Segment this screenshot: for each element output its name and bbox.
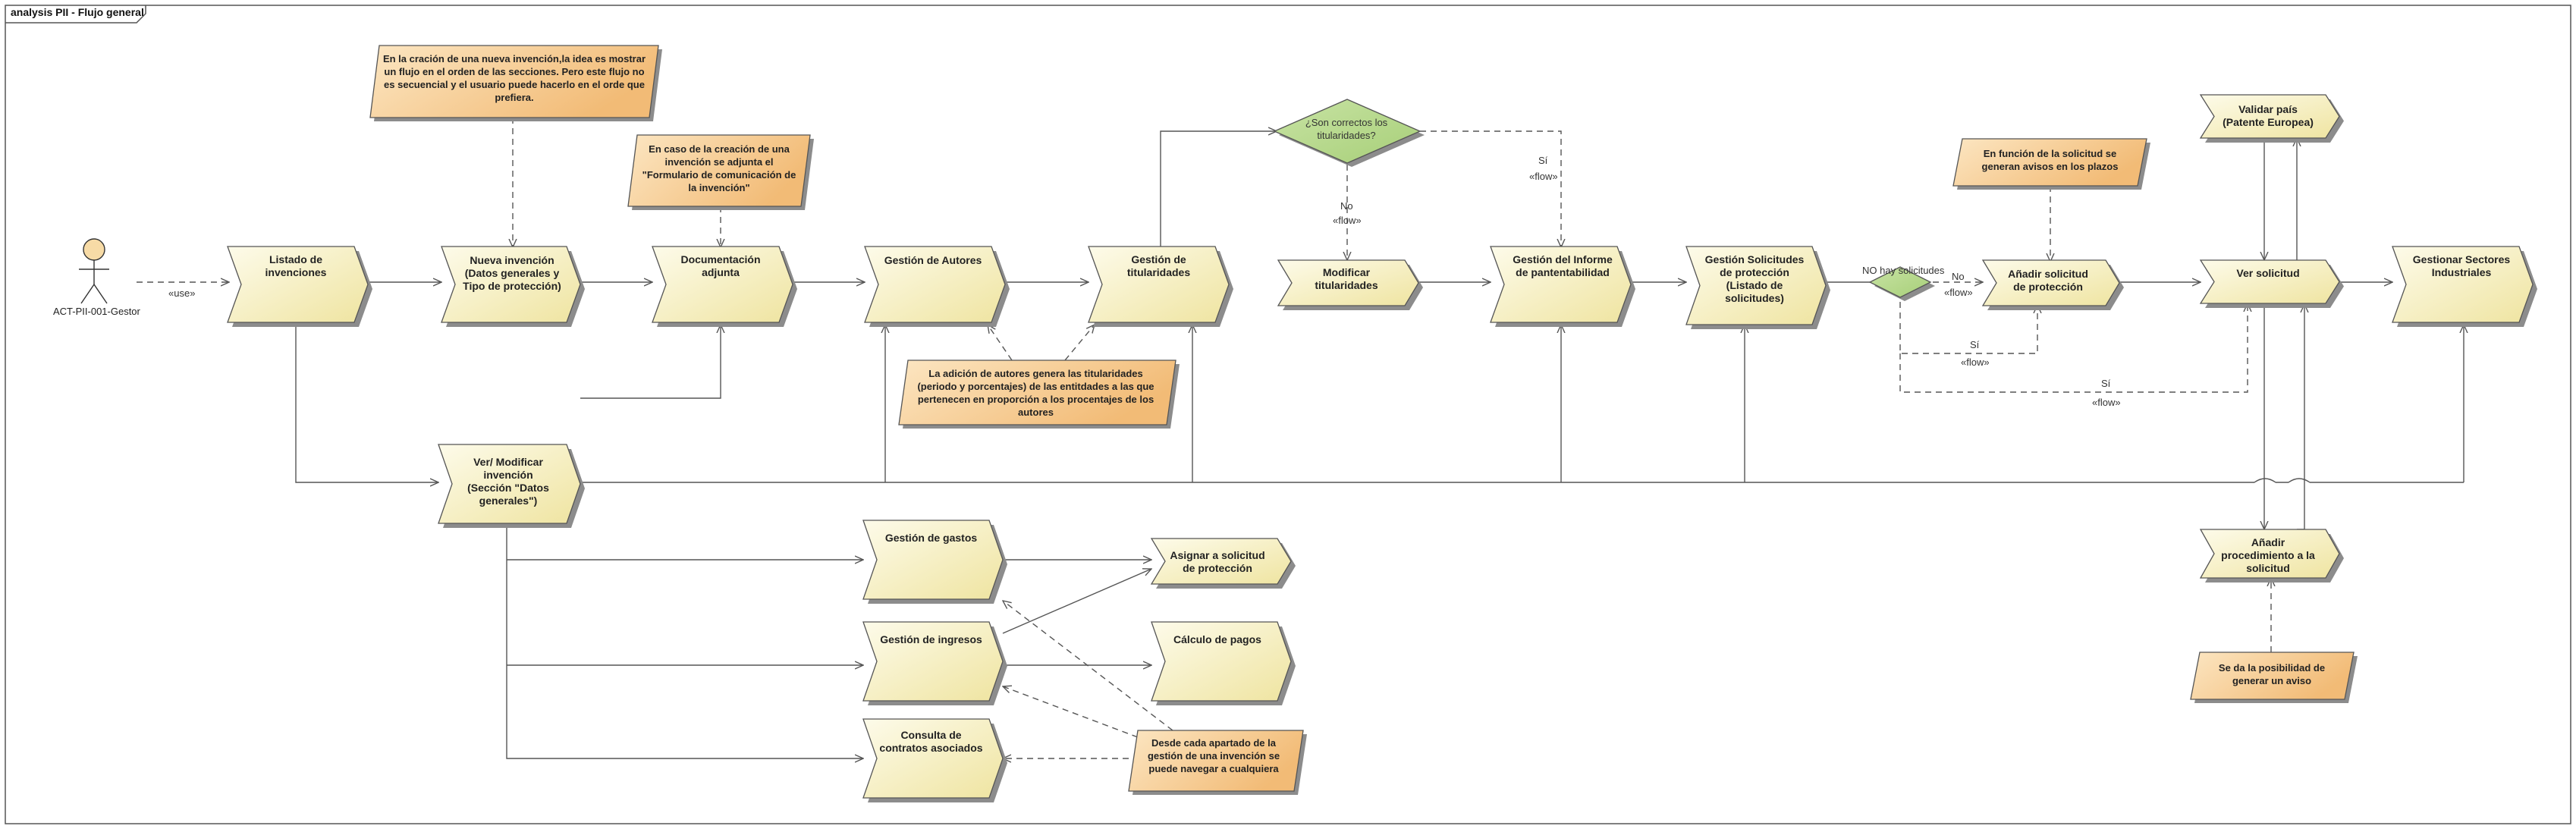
activity-shape-contratos bbox=[862, 718, 1004, 799]
activity-calculo-pagos[interactable]: Cálculo de pagos bbox=[1173, 633, 1261, 645]
activity-asignar-solicitud[interactable]: Asignar a solicitud de protección bbox=[1170, 549, 1265, 574]
activity-shape-modificar bbox=[1277, 259, 1419, 306]
activity-nueva-invencion[interactable]: Nueva invención (Datos generales y Tipo … bbox=[463, 253, 561, 292]
activity-anadir-procedimiento[interactable]: Añadir procedimiento a la solicitud bbox=[2221, 535, 2315, 574]
solid-connectors bbox=[295, 131, 2464, 758]
flow-label-flow-4: «flow» bbox=[1961, 356, 1990, 368]
activity-shape-validar-pais bbox=[2199, 94, 2340, 139]
note-flujo-secuencial: En la cración de una nueva invención,la … bbox=[382, 53, 646, 103]
activity-gestion-titularidades[interactable]: Gestión de titularidades bbox=[1126, 253, 1191, 278]
activity-shape-anadir-procedimiento bbox=[2199, 529, 2340, 579]
note-shape-autores bbox=[898, 360, 1176, 425]
flow-label-flow-5: «flow» bbox=[2092, 397, 2121, 408]
activity-shape-ingresos bbox=[862, 621, 1004, 702]
activity-shape-listado bbox=[227, 246, 369, 323]
diagram-frame bbox=[5, 5, 2571, 824]
flow-label-si-2: Sí bbox=[1970, 339, 1980, 350]
activity-shape-ver-solicitud bbox=[2199, 259, 2340, 304]
note-aviso-procedimiento: Se da la posibilidad de generar un aviso bbox=[2218, 662, 2326, 686]
flow-label-si-1: Sí bbox=[1538, 155, 1548, 166]
flow-label-flow-3: «flow» bbox=[1944, 287, 1973, 298]
note-shape-formulario bbox=[627, 134, 811, 207]
decision-titularidades bbox=[1273, 99, 1425, 167]
activity-sectores-industriales[interactable]: Gestionar Sectores Industriales bbox=[2412, 253, 2511, 278]
activity-shape-documentacion bbox=[652, 246, 793, 323]
activity-shape-sectores bbox=[2392, 246, 2534, 323]
activity-shape-asignar bbox=[1150, 538, 1292, 585]
note-adicion-autores: La adición de autores genera las titular… bbox=[917, 368, 1154, 418]
activity-informe-patentabilidad[interactable]: Gestión del Informe de pantentabilidad bbox=[1513, 253, 1613, 278]
activity-gestion-gastos[interactable]: Gestión de gastos bbox=[884, 531, 978, 544]
frame-title: analysis PII - Flujo general bbox=[11, 6, 144, 18]
activity-shape-gastos bbox=[862, 520, 1004, 600]
note-navegar: Desde cada apartado de la gestión de una… bbox=[1147, 736, 1280, 774]
activity-shape-informe bbox=[1490, 246, 1632, 323]
note-shape-aviso-procedimiento bbox=[2190, 652, 2355, 700]
note-shape-navegar bbox=[1128, 730, 1304, 792]
activity-gestion-solicitudes[interactable]: Gestión Solicitudes de protección (Lista… bbox=[1704, 253, 1805, 304]
note-avisos-plazos: En función de la solicitud se generan av… bbox=[1981, 148, 2119, 172]
activity-shape-titularidades bbox=[1088, 246, 1230, 323]
activity-shape-anadir-solicitud bbox=[1981, 259, 2120, 306]
dashed-connectors bbox=[137, 118, 2271, 758]
flow-label-flow-1: «flow» bbox=[1333, 215, 1362, 226]
note-shape-avisos bbox=[1952, 138, 2147, 187]
activity-listado-invenciones[interactable]: Listado de invenciones bbox=[265, 253, 327, 278]
activity-shape-calculo bbox=[1151, 621, 1292, 702]
decision-solicitudes bbox=[1868, 266, 1935, 301]
activity-modificar-titularidades[interactable]: Modificar titularidades bbox=[1315, 266, 1378, 291]
activity-validar-pais[interactable]: Validar país (Patente Europea) bbox=[2223, 103, 2314, 128]
flow-label-flow-2: «flow» bbox=[1529, 171, 1558, 182]
activity-consulta-contratos[interactable]: Consulta de contratos asociados bbox=[879, 729, 983, 754]
flow-label-si-3: Sí bbox=[2101, 378, 2111, 389]
activity-anadir-solicitud[interactable]: Añadir solicitud de protección bbox=[2008, 268, 2088, 293]
flow-label-no-2: No bbox=[1952, 271, 1965, 282]
decision-titularidades-label: ¿Son correctos los titularidades? bbox=[1305, 117, 1388, 141]
actor-label: ACT-PII-001-Gestor bbox=[53, 306, 140, 317]
flow-label-use: «use» bbox=[168, 287, 196, 299]
decision-solicitudes-label: NO hay solicitudes bbox=[1862, 265, 1945, 276]
activity-gestion-ingresos[interactable]: Gestión de ingresos bbox=[880, 633, 982, 645]
activity-ver-modificar-invencion[interactable]: Ver/ Modificar invención (Sección "Datos… bbox=[467, 456, 549, 507]
activity-ver-solicitud[interactable]: Ver solicitud bbox=[2236, 266, 2300, 279]
activity-documentacion-adjunta[interactable]: Documentación adjunta bbox=[680, 253, 761, 278]
actor-gestor bbox=[79, 238, 109, 304]
activity-gestion-autores[interactable]: Gestión de Autores bbox=[884, 253, 982, 266]
activity-shape-solicitudes bbox=[1685, 246, 1827, 325]
flow-label-no-1: No bbox=[1340, 200, 1353, 212]
activity-shape-autores bbox=[864, 246, 1006, 323]
note-formulario: En caso de la creación de una invención … bbox=[642, 143, 796, 193]
activity-shape-nueva bbox=[441, 246, 581, 323]
activity-shape-ver-modificar bbox=[438, 444, 581, 524]
note-shape-secuencial bbox=[369, 45, 659, 118]
